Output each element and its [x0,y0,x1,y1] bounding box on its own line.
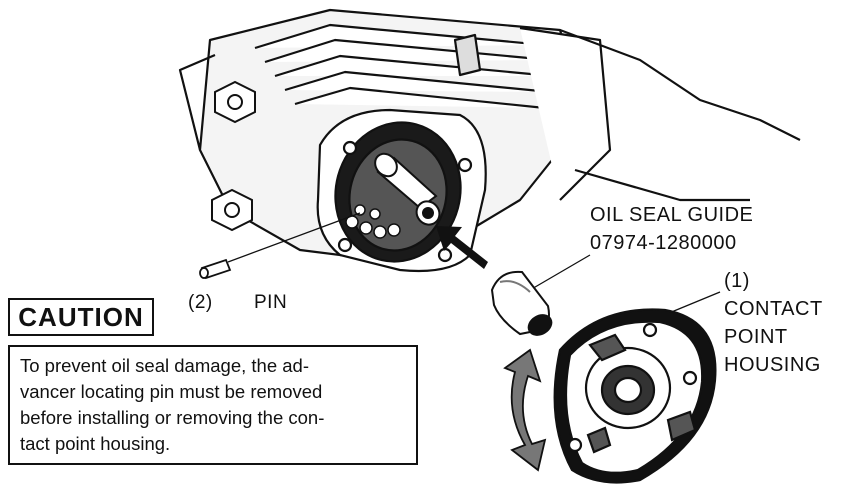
housing-line1-label: CONTACT [724,298,823,320]
caution-text-box: To prevent oil seal damage, the ad- vanc… [8,345,418,465]
housing-number-label: (1) [724,270,750,292]
advancer-holes [345,204,401,239]
contact-point-housing [553,308,717,484]
insertion-arrow [436,226,488,269]
tool-part-number-label: 07974-1280000 [590,232,737,254]
caution-title: CAUTION [8,298,154,336]
caution-line: before installing or removing the con- [20,407,325,428]
rotation-arrow [503,348,547,472]
caution-line: tact point housing. [20,433,171,454]
oil-seal-guide [490,270,553,336]
camshaft [374,152,441,226]
caution-line: To prevent oil seal damage, the ad- [20,355,309,376]
housing-line2-label: POINT [724,326,788,348]
pin-name-label: PIN [254,292,288,313]
tool-name-label: OIL SEAL GUIDE [590,204,754,226]
caution-line: vancer locating pin must be removed [20,381,323,402]
pin-number-label: (2) [188,292,213,313]
housing-line3-label: HOUSING [724,354,821,376]
pin-part [199,258,232,280]
